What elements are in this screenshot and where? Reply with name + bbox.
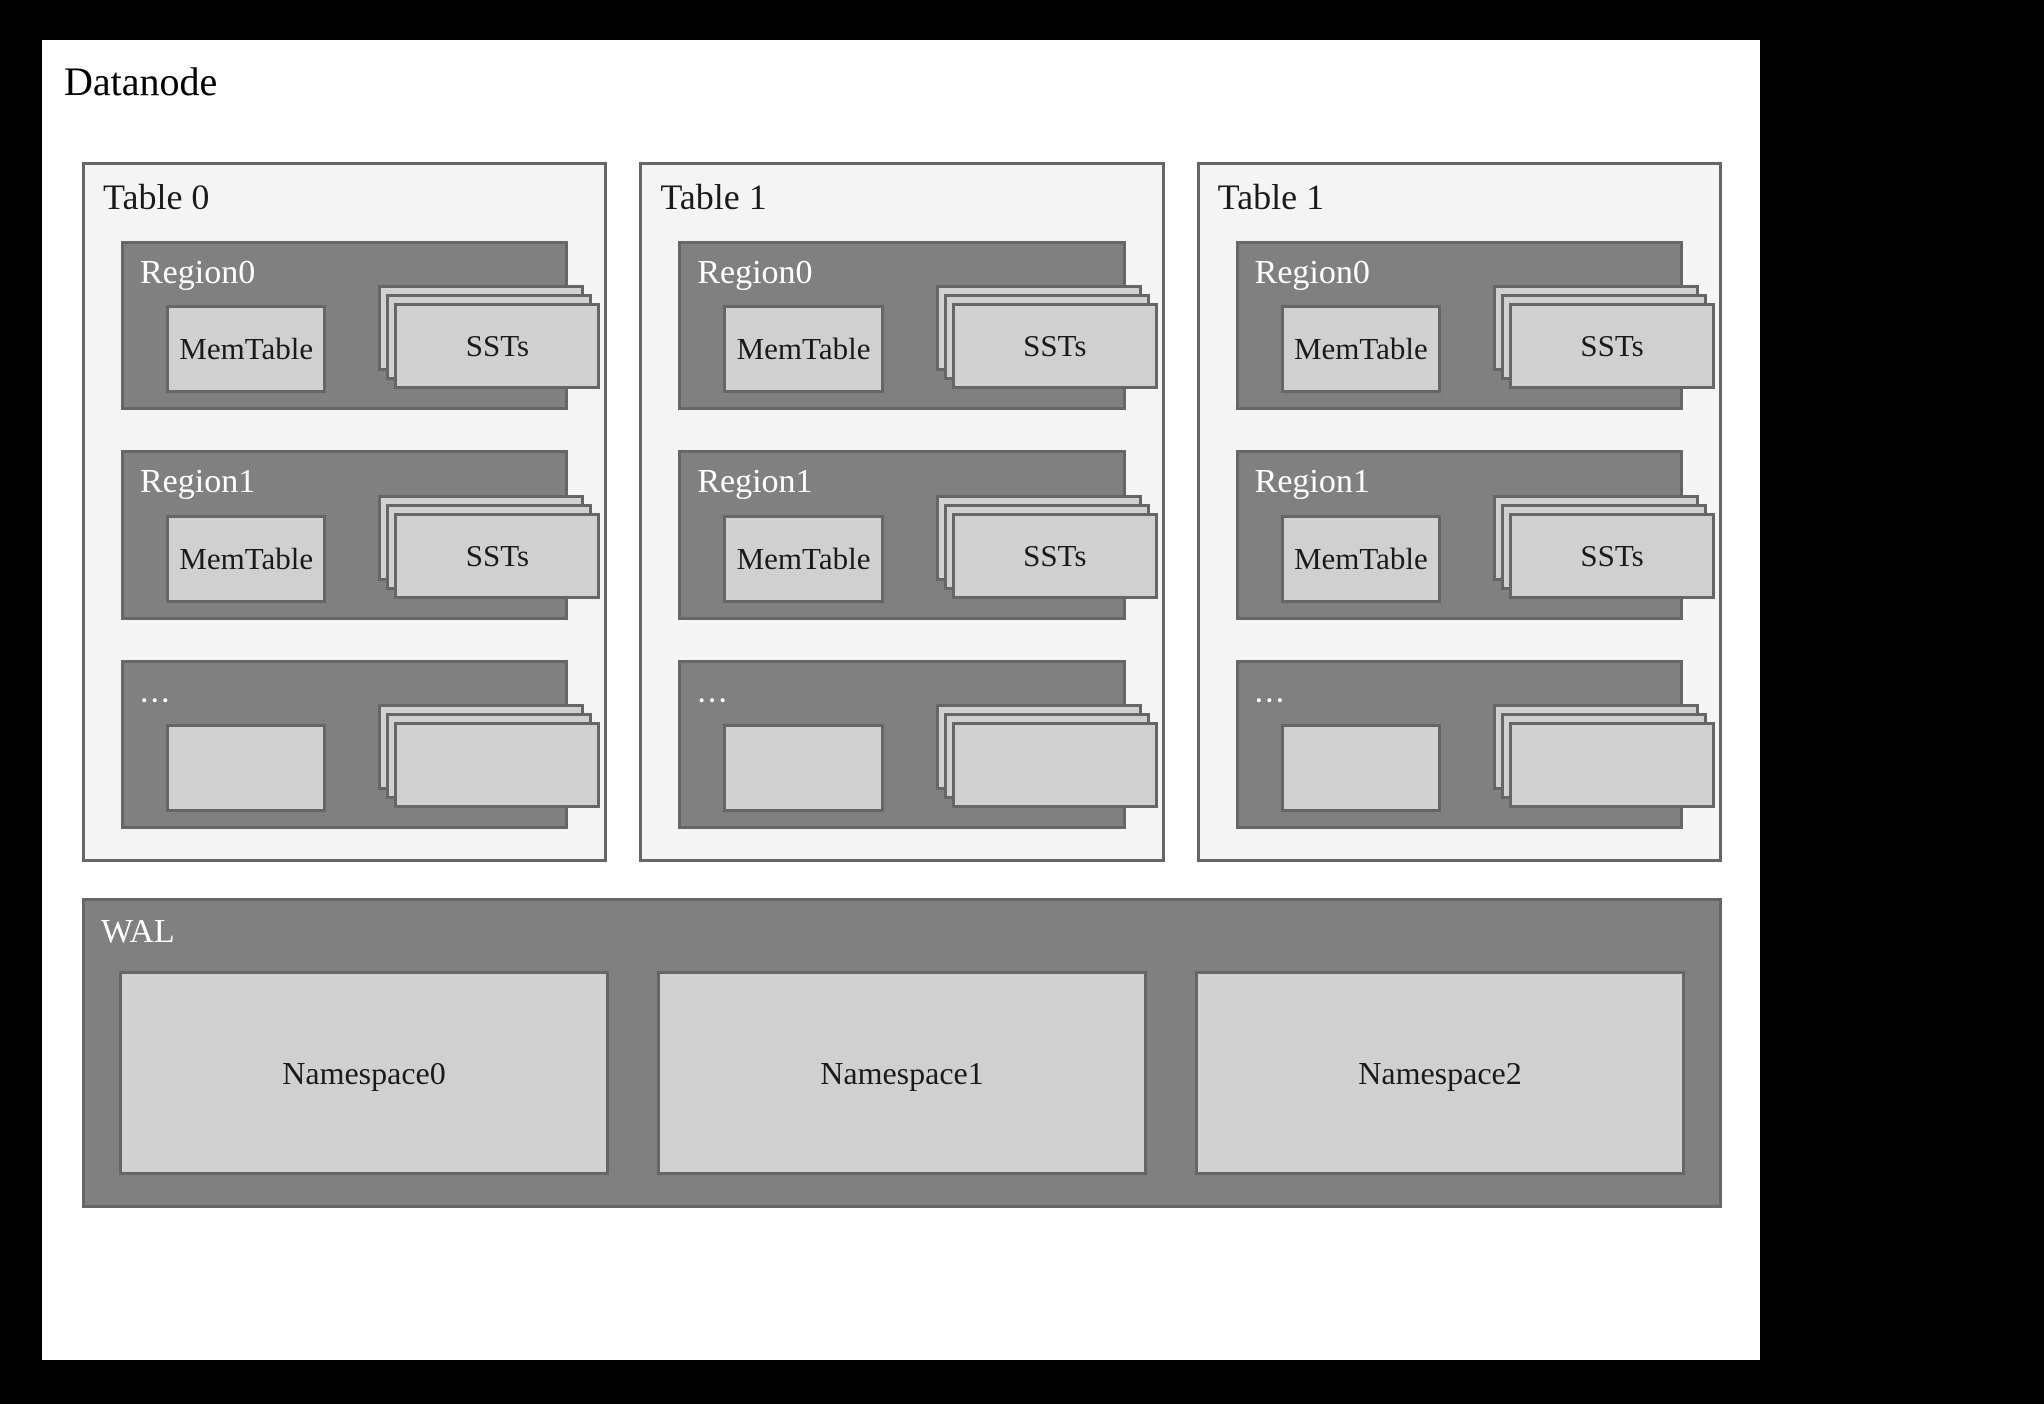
sst-stack[interactable] (935, 703, 1158, 812)
sst-stack[interactable] (378, 703, 601, 812)
region-ellipsis-label: ... (1254, 672, 1287, 710)
regions-wrap: Region0 MemTable SSTs Region1 MemTable (1235, 241, 1716, 829)
region-content: MemTable SSTs (124, 285, 601, 394)
region-ellipsis-label: ... (140, 672, 172, 710)
sst-sheet-front (394, 721, 601, 808)
region-box-0[interactable]: Region0 MemTable SSTs (121, 241, 601, 411)
region-box-more[interactable]: ... (1235, 659, 1716, 829)
region-content (1239, 703, 1716, 812)
sst-sheet-front: SSTs (394, 303, 601, 390)
namespaces-row: Namespace0 Namespace1 Namespace2 (119, 971, 1685, 1175)
regions-wrap: Region0 MemTable SSTs Region1 MemTable (121, 241, 601, 829)
sst-sheet-front: SSTs (1509, 303, 1716, 390)
memtable-card[interactable]: MemTable (166, 514, 327, 603)
region-content: MemTable SSTs (1239, 285, 1716, 394)
sst-stack[interactable]: SSTs (378, 285, 601, 393)
sst-stack[interactable]: SSTs (1493, 285, 1716, 393)
memtable-card[interactable] (166, 723, 327, 812)
memtable-card[interactable]: MemTable (1280, 514, 1442, 603)
memtable-card[interactable] (1280, 723, 1442, 812)
region-label: Region1 (1254, 463, 1370, 501)
region-content: MemTable SSTs (681, 285, 1158, 394)
sst-stack[interactable] (1493, 703, 1716, 812)
region-label: Region0 (697, 254, 813, 291)
memtable-card[interactable]: MemTable (723, 305, 884, 394)
sst-sheet-front (951, 721, 1158, 808)
region-label: Region1 (697, 463, 813, 501)
region-content: MemTable SSTs (124, 494, 601, 603)
region-box-1[interactable]: Region1 MemTable SSTs (678, 450, 1158, 620)
sst-sheet-front (1509, 721, 1716, 808)
region-box-more[interactable]: ... (121, 659, 601, 829)
table-panel-0[interactable]: Table 0 Region0 MemTable SSTs Region1 (82, 162, 608, 862)
memtable-card[interactable]: MemTable (723, 514, 884, 603)
region-ellipsis-label: ... (697, 672, 729, 710)
namespace-card-1[interactable]: Namespace1 (657, 971, 1147, 1175)
sst-stack[interactable]: SSTs (1493, 494, 1716, 603)
table-label: Table 0 (103, 177, 210, 217)
region-label: Region0 (140, 254, 256, 291)
region-label: Region1 (140, 463, 256, 501)
memtable-card[interactable]: MemTable (166, 305, 327, 394)
sst-stack[interactable]: SSTs (935, 494, 1158, 603)
namespace-card-2[interactable]: Namespace2 (1195, 971, 1685, 1175)
region-box-1[interactable]: Region1 MemTable SSTs (1235, 450, 1716, 620)
region-label: Region0 (1254, 254, 1370, 291)
wal-label: WAL (101, 913, 175, 950)
tables-row: Table 0 Region0 MemTable SSTs Region1 (82, 162, 1722, 862)
region-content (124, 703, 601, 812)
datanode-canvas: Datanode Table 0 Region0 MemTable SSTs (42, 40, 1760, 1360)
sst-stack[interactable]: SSTs (378, 494, 601, 603)
sst-sheet-front: SSTs (951, 512, 1158, 599)
region-content: MemTable SSTs (1239, 494, 1716, 603)
sst-sheet-front: SSTs (951, 303, 1158, 390)
region-box-1[interactable]: Region1 MemTable SSTs (121, 450, 601, 620)
region-box-more[interactable]: ... (678, 659, 1158, 829)
table-panel-1[interactable]: Table 1 Region0 MemTable SSTs Region1 (639, 162, 1165, 862)
sst-sheet-front: SSTs (394, 512, 601, 599)
table-label: Table 1 (660, 177, 767, 217)
region-box-0[interactable]: Region0 MemTable SSTs (678, 241, 1158, 411)
sst-stack[interactable]: SSTs (935, 285, 1158, 393)
datanode-title: Datanode (64, 59, 218, 104)
region-content: MemTable SSTs (681, 494, 1158, 603)
region-content (681, 703, 1158, 812)
table-panel-2[interactable]: Table 1 Region0 MemTable SSTs Region1 (1196, 162, 1722, 862)
region-box-0[interactable]: Region0 MemTable SSTs (1235, 241, 1716, 411)
table-label: Table 1 (1217, 177, 1325, 217)
regions-wrap: Region0 MemTable SSTs Region1 MemTable (678, 241, 1158, 829)
sst-sheet-front: SSTs (1509, 512, 1716, 599)
memtable-card[interactable] (723, 723, 884, 812)
wal-box[interactable]: WAL Namespace0 Namespace1 Namespace2 (82, 898, 1722, 1208)
namespace-card-0[interactable]: Namespace0 (119, 971, 609, 1175)
memtable-card[interactable]: MemTable (1280, 305, 1442, 394)
